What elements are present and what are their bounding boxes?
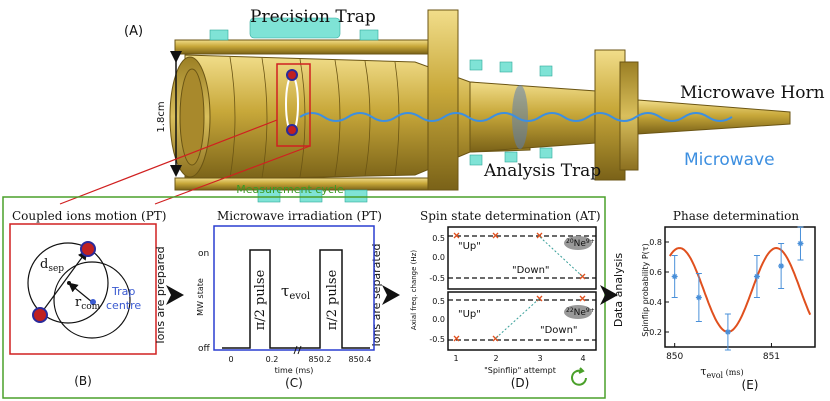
svg-text:20Ne9+: 20Ne9+ — [566, 238, 595, 249]
svg-text:off: off — [198, 344, 211, 354]
analysis-trap-label: Analysis Trap — [483, 161, 601, 181]
svg-text:0: 0 — [228, 355, 233, 364]
data-point — [724, 329, 731, 335]
data-point — [753, 273, 760, 280]
svg-text:1: 1 — [453, 354, 458, 363]
chart-marks: 0.2 0.4 0.6 0.8 850 851 — [649, 226, 812, 362]
svg-text:850.4: 850.4 — [349, 355, 372, 364]
svg-text:-0.5: -0.5 — [429, 335, 445, 344]
panel-e: Phase determination 0.2 0.4 0.6 0.8 850 851 S… — [641, 209, 816, 392]
svg-text:-0.5: -0.5 — [429, 274, 445, 283]
fit-curve — [668, 246, 812, 334]
svg-text:22Ne9+: 22Ne9+ — [566, 307, 595, 318]
x-tick-label: 851 — [763, 352, 780, 362]
svg-text:MW state: MW state — [196, 278, 205, 316]
y-tick-label: 0.6 — [649, 268, 662, 277]
data-point — [695, 294, 702, 301]
label-a: (A) — [124, 24, 143, 39]
microwave-wave — [299, 112, 733, 122]
svg-text:Ions are separated: Ions are separated — [370, 243, 383, 346]
svg-text:850.2: 850.2 — [309, 355, 332, 364]
trap-centre-dot — [90, 299, 96, 305]
panel-c-label: (C) — [285, 376, 303, 390]
panel-e-label: (E) — [742, 378, 759, 392]
svg-text:Spinflip probability P(τ): Spinflip probability P(τ) — [641, 243, 650, 336]
y-tick-label: 0.2 — [649, 328, 662, 337]
microwave-horn — [637, 99, 791, 135]
x-tick-label: 850 — [666, 352, 683, 362]
precision-trap-label: Precision Trap — [250, 7, 376, 27]
measurement-cycle-label: Measurement cycle — [236, 183, 344, 196]
svg-text:0.0: 0.0 — [432, 253, 445, 262]
svg-text:Axial freq. change (Hz): Axial freq. change (Hz) — [410, 250, 418, 330]
svg-text:"Up": "Up" — [458, 241, 481, 252]
trap-highlight-box — [276, 63, 311, 147]
svg-text:Ions are prepared: Ions are prepared — [154, 246, 167, 343]
chart-frame — [664, 226, 816, 348]
y-tick-label: 0.8 — [649, 238, 662, 247]
cycle-icon — [571, 367, 587, 386]
ion-top — [286, 69, 298, 81]
panel-b: Coupled ions motion (PT) dsep rcom Trap … — [9, 209, 167, 388]
panel-c-title: Microwave irradiation (PT) — [217, 209, 382, 223]
panel-d: Spin state determination (AT) "Up" "Down… — [410, 209, 601, 390]
svg-text:"Up": "Up" — [458, 309, 481, 320]
y-tick-label: 0.4 — [649, 298, 662, 307]
svg-text:"Down": "Down" — [540, 325, 578, 336]
svg-text:0.0: 0.0 — [432, 315, 445, 324]
size-label: 1.8cm — [156, 101, 167, 132]
svg-text:τevol: τevol — [281, 282, 310, 302]
svg-text:π/2 pulse: π/2 pulse — [253, 269, 268, 330]
svg-text:rcom: rcom — [75, 295, 101, 312]
microwave-label: Microwave — [684, 150, 775, 170]
svg-text:π/2 pulse: π/2 pulse — [325, 269, 340, 330]
svg-text:0.5: 0.5 — [432, 297, 445, 306]
svg-text:dsep: dsep — [40, 257, 64, 274]
svg-text:on: on — [198, 249, 209, 259]
ion-cluster-1 — [80, 241, 96, 257]
microwave-horn-label: Microwave Horn — [680, 83, 825, 103]
svg-text:time (ms): time (ms) — [275, 366, 314, 375]
svg-text:2: 2 — [493, 354, 498, 363]
panel-d-label: (D) — [511, 376, 530, 390]
svg-text:τevol (ms): τevol (ms) — [700, 365, 743, 380]
svg-text:"Spinflip" attempt: "Spinflip" attempt — [484, 366, 556, 375]
svg-text:"Down": "Down" — [512, 265, 550, 276]
svg-text:3: 3 — [537, 354, 542, 363]
trap-apparatus — [169, 9, 791, 203]
panel-c: Microwave irradiation (PT) MW state on o… — [196, 209, 382, 390]
data-point — [797, 240, 804, 247]
svg-text:0.2: 0.2 — [266, 355, 279, 364]
data-point — [671, 273, 678, 280]
trap-label: Trap — [111, 285, 135, 298]
svg-text:Data analysis: Data analysis — [612, 253, 625, 328]
panel-b-label: (B) — [74, 374, 92, 388]
ion-bottom — [286, 124, 298, 136]
svg-text:4: 4 — [580, 354, 585, 363]
panel-b-title: Coupled ions motion (PT) — [12, 209, 167, 223]
ion-cluster-2 — [32, 307, 48, 323]
centre-label: centre — [106, 299, 141, 312]
data-point — [778, 263, 785, 269]
chart-title: Phase determination — [673, 209, 799, 223]
panel-d-title: Spin state determination (AT) — [420, 209, 601, 223]
svg-text:0.5: 0.5 — [432, 234, 445, 243]
